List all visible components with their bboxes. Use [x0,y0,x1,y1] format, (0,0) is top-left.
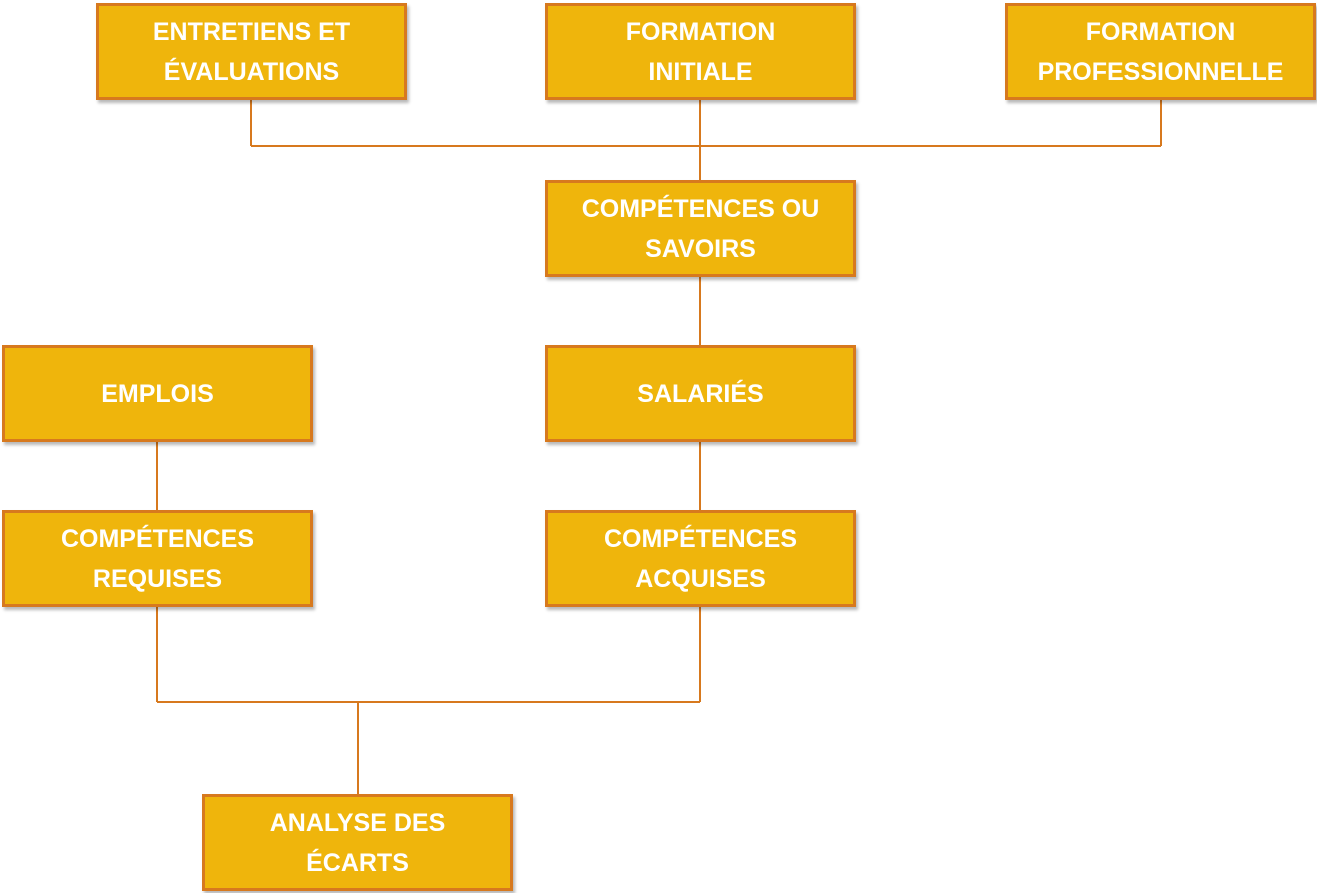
node-formation-professionnelle: FORMATION PROFESSIONNELLE [1005,3,1316,100]
node-competences-acquises: COMPÉTENCES ACQUISES [545,510,856,607]
node-salaries: SALARIÉS [545,345,856,442]
node-label: EMPLOIS [101,379,214,408]
node-label: COMPÉTENCES ACQUISES [603,524,798,593]
node-label: SALARIÉS [637,379,764,408]
node-analyse-ecarts: ANALYSE DES ÉCARTS [202,794,513,891]
node-label: FORMATION INITIALE [625,17,776,86]
node-label: ENTRETIENS ET ÉVALUATIONS [152,17,351,86]
node-label: FORMATION PROFESSIONNELLE [1037,17,1284,86]
node-label: COMPÉTENCES OU SAVOIRS [581,194,820,263]
node-label: COMPÉTENCES REQUISES [60,524,255,593]
node-competences-savoirs: COMPÉTENCES OU SAVOIRS [545,180,856,277]
node-competences-requises: COMPÉTENCES REQUISES [2,510,313,607]
node-label: ANALYSE DES ÉCARTS [269,808,446,877]
node-emplois: EMPLOIS [2,345,313,442]
node-entretiens-evaluations: ENTRETIENS ET ÉVALUATIONS [96,3,407,100]
node-formation-initiale: FORMATION INITIALE [545,3,856,100]
